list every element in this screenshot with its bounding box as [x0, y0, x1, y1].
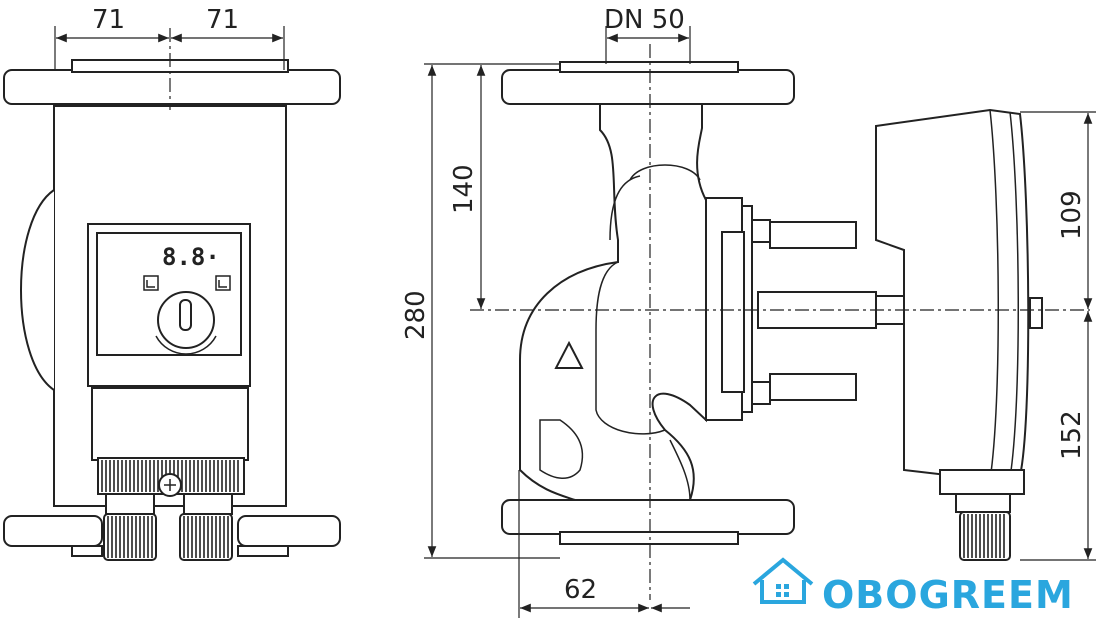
- dim-motor-upper: 109: [1057, 190, 1087, 240]
- watermark-brand: OBOGREEM: [822, 573, 1074, 617]
- cable-gland-left: [105, 493, 155, 515]
- side-view: DN 50 280 140 109 152 62: [401, 5, 1096, 618]
- dim-motor-lower: 152: [1057, 410, 1087, 460]
- side-bottom-flange: [501, 499, 795, 535]
- dim-flange-left-half: 71: [92, 5, 125, 35]
- dim-upper-height: 140: [449, 164, 479, 214]
- dim-nominal-diameter: DN 50: [604, 5, 685, 35]
- bolt-lower: [751, 381, 771, 405]
- warning-triangle-icon: [554, 340, 584, 369]
- cable-gland-right: [183, 493, 233, 515]
- front-bottom-flange: [3, 515, 103, 547]
- side-connector: [939, 469, 1025, 495]
- house-logo-icon: [752, 557, 814, 604]
- front-motor-bulge: [20, 189, 55, 391]
- watermark-logo: OBOGREEM: [752, 557, 1074, 617]
- bolt-upper: [751, 219, 771, 243]
- display-readout: 8.8·: [162, 243, 220, 271]
- mode-right-icon: [215, 275, 231, 291]
- dim-installation-length: 280: [401, 290, 431, 340]
- front-view: 8.8· 71 71: [3, 5, 341, 561]
- control-panel-face: [96, 232, 242, 356]
- dim-flange-right-half: 71: [206, 5, 239, 35]
- terminal-box: [91, 387, 249, 461]
- pump-housing: [519, 103, 707, 501]
- dim-offset: 62: [564, 575, 597, 605]
- front-top-flange: [3, 69, 341, 105]
- side-top-flange: [501, 69, 795, 105]
- mode-left-icon: [143, 275, 159, 291]
